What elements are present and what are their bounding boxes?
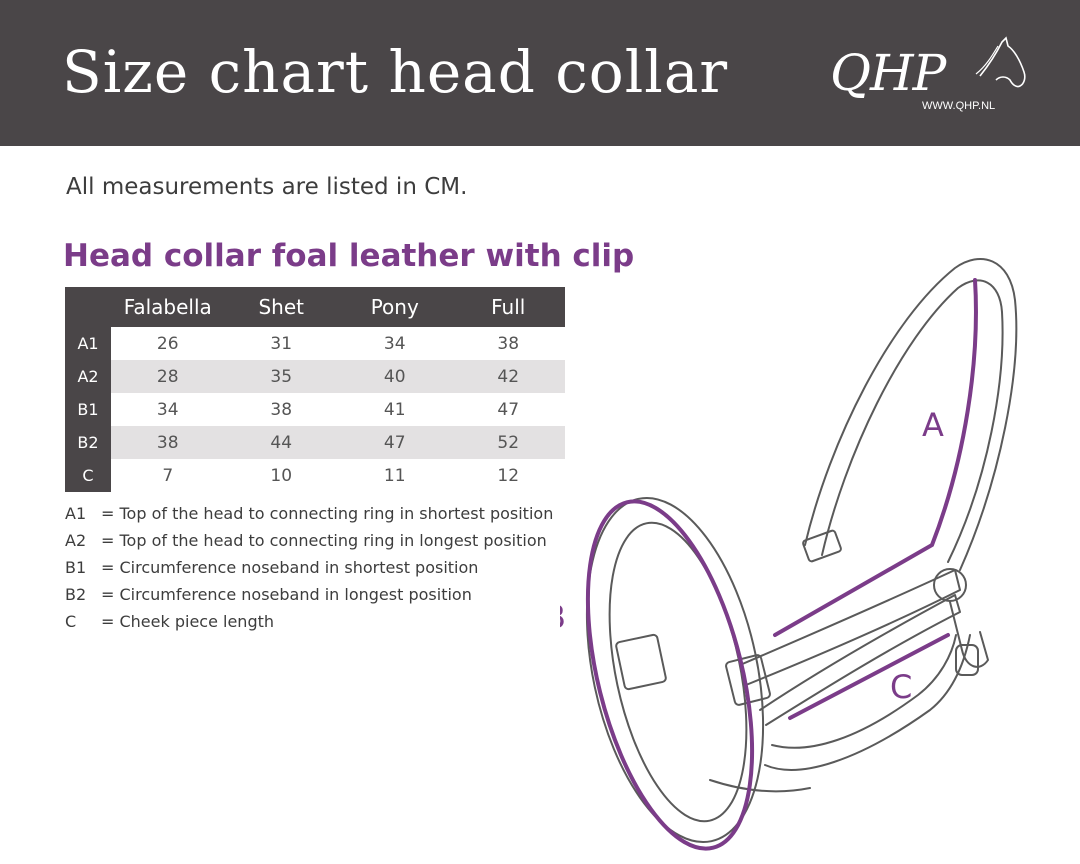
qhp-logo: QHP WWW.QHP.NL bbox=[828, 36, 1028, 120]
legend-code: C bbox=[65, 612, 77, 631]
chin-strap bbox=[709, 779, 811, 793]
size-table: Falabella Shet Pony Full A1 26 31 34 38 … bbox=[65, 287, 565, 492]
noseband-buckle bbox=[615, 633, 667, 691]
legend-list: A1 = Top of the head to connecting ring i… bbox=[65, 500, 553, 635]
table-row: A2 28 35 40 42 bbox=[65, 360, 565, 393]
table-row: A1 26 31 34 38 bbox=[65, 327, 565, 360]
measure-line-c bbox=[788, 633, 950, 720]
table-row: B2 38 44 47 52 bbox=[65, 426, 565, 459]
legend-item: A1 = Top of the head to connecting ring i… bbox=[65, 500, 553, 527]
page-title: Size chart head collar bbox=[62, 38, 729, 106]
jaw-strap-inner bbox=[771, 634, 957, 749]
label-a: A bbox=[922, 406, 944, 444]
table-cell: 28 bbox=[111, 360, 225, 393]
row-header: A2 bbox=[65, 360, 111, 393]
legend-code: B1 bbox=[65, 558, 87, 577]
row-header: C bbox=[65, 459, 111, 492]
legend-code: A2 bbox=[65, 531, 87, 550]
table-cell: 41 bbox=[338, 393, 452, 426]
column-header: Pony bbox=[338, 287, 452, 327]
row-header: A1 bbox=[65, 327, 111, 360]
table-cell: 12 bbox=[451, 459, 565, 492]
clip-hook bbox=[949, 601, 989, 668]
jaw-strap bbox=[764, 634, 971, 771]
column-header: Full bbox=[451, 287, 565, 327]
table-cell: 26 bbox=[111, 327, 225, 360]
legend-item: A2 = Top of the head to connecting ring i… bbox=[65, 527, 553, 554]
table-cell: 52 bbox=[451, 426, 565, 459]
legend-text: = Circumference noseband in shortest pos… bbox=[101, 558, 479, 577]
crown-strap-inner bbox=[821, 279, 1004, 563]
table-corner bbox=[65, 287, 111, 327]
table-cell: 34 bbox=[338, 327, 452, 360]
legend-item: B1 = Circumference noseband in shortest p… bbox=[65, 554, 553, 581]
row-header: B2 bbox=[65, 426, 111, 459]
measurement-note: All measurements are listed in CM. bbox=[66, 174, 468, 200]
head-collar-diagram: A B C bbox=[560, 258, 1018, 851]
legend-text: = Circumference noseband in longest posi… bbox=[101, 585, 472, 604]
cheek-piece bbox=[739, 569, 961, 686]
table-cell: 38 bbox=[111, 426, 225, 459]
legend-code: B2 bbox=[65, 585, 87, 604]
logo-url: WWW.QHP.NL bbox=[922, 100, 996, 112]
table-cell: 42 bbox=[451, 360, 565, 393]
legend-text: = Top of the head to connecting ring in … bbox=[101, 504, 554, 523]
row-header: B1 bbox=[65, 393, 111, 426]
table-cell: 47 bbox=[338, 426, 452, 459]
measure-line-a bbox=[773, 278, 978, 637]
throat-strap bbox=[759, 594, 961, 726]
header-bar: Size chart head collar QHP WWW.QHP.NL bbox=[0, 0, 1080, 146]
table-cell: 34 bbox=[111, 393, 225, 426]
table-cell: 11 bbox=[338, 459, 452, 492]
table-cell: 31 bbox=[224, 327, 338, 360]
column-header: Falabella bbox=[111, 287, 225, 327]
section-title: Head collar foal leather with clip bbox=[63, 238, 635, 274]
table-cell: 10 bbox=[224, 459, 338, 492]
legend-text: = Top of the head to connecting ring in … bbox=[101, 531, 547, 550]
table-header-row: Falabella Shet Pony Full bbox=[65, 287, 565, 327]
measure-line-b bbox=[585, 499, 755, 851]
legend-code: A1 bbox=[65, 504, 87, 523]
table-cell: 47 bbox=[451, 393, 565, 426]
connecting-ring bbox=[933, 568, 967, 602]
table-cell: 7 bbox=[111, 459, 225, 492]
label-b: B bbox=[560, 598, 566, 636]
table-cell: 44 bbox=[224, 426, 338, 459]
label-c: C bbox=[890, 668, 912, 706]
horse-head-icon bbox=[975, 36, 1026, 88]
crown-keeper bbox=[802, 529, 842, 563]
legend-item: B2 = Circumference noseband in longest po… bbox=[65, 581, 553, 608]
table-row: B1 34 38 41 47 bbox=[65, 393, 565, 426]
table-cell: 38 bbox=[451, 327, 565, 360]
table-row: C 7 10 11 12 bbox=[65, 459, 565, 492]
logo-wordmark: QHP bbox=[830, 44, 946, 102]
table-cell: 38 bbox=[224, 393, 338, 426]
column-header: Shet bbox=[224, 287, 338, 327]
noseband-outer bbox=[585, 496, 765, 844]
legend-text: = Cheek piece length bbox=[101, 612, 275, 631]
table-cell: 35 bbox=[224, 360, 338, 393]
legend-item: C = Cheek piece length bbox=[65, 608, 553, 635]
crown-strap bbox=[804, 258, 1018, 571]
cheek-buckle bbox=[725, 654, 771, 706]
clip-body bbox=[955, 644, 979, 676]
table-cell: 40 bbox=[338, 360, 452, 393]
